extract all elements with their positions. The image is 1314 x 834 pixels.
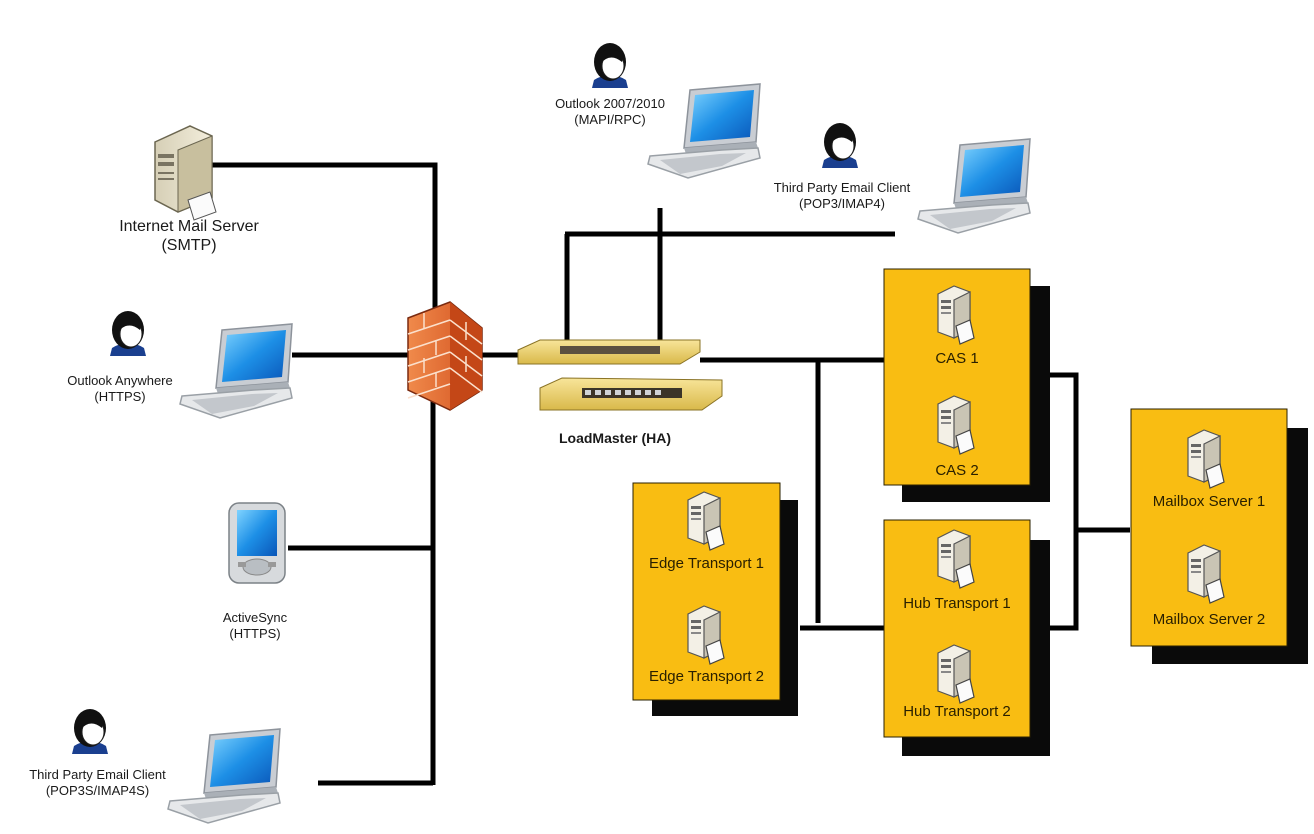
thirdparty-laptop-icon [917, 138, 1031, 234]
activesync-name: ActiveSync [222, 610, 288, 625]
thirdparty-secure-protocol: (POP3S/IMAP4S) [45, 782, 150, 798]
outlook-anywhere-label: Outlook Anywhere (HTTPS) [40, 373, 200, 404]
mbx2-label: Mailbox Server 2 [1152, 611, 1266, 628]
edge2-label: Edge Transport 2 [648, 668, 765, 685]
thirdparty-secure-name: Third Party Email Client [29, 767, 166, 782]
mbx1-label: Mailbox Server 1 [1152, 493, 1266, 510]
thirdparty-secure-label: Third Party Email Client (POP3S/IMAP4S) [5, 767, 190, 798]
outlook-2007-user-icon [591, 42, 629, 89]
link-mailserver-firewall [212, 162, 438, 320]
mail-server-tower-icon [154, 125, 217, 221]
outlook-2007-name: Outlook 2007/2010 [555, 96, 665, 111]
link-cas-mailbox [1045, 372, 1079, 631]
loadmaster-icon [517, 339, 723, 411]
activesync-label: ActiveSync (HTTPS) [195, 610, 315, 641]
hub1-label: Hub Transport 1 [903, 595, 1011, 612]
loadmaster-label: LoadMaster (HA) [558, 430, 671, 446]
activesync-device-icon [228, 502, 286, 584]
links [212, 162, 1130, 786]
mail-server-name: Internet Mail Server [119, 218, 259, 235]
edge1-label: Edge Transport 1 [648, 555, 765, 572]
outlook-anywhere-user-icon [109, 310, 147, 357]
thirdparty-label: Third Party Email Client (POP3/IMAP4) [752, 180, 932, 211]
mail-server-label: Internet Mail Server (SMTP) [94, 217, 284, 255]
activesync-protocol: (HTTPS) [229, 625, 281, 641]
outlook-2007-protocol: (MAPI/RPC) [574, 111, 646, 127]
outlook-anywhere-name: Outlook Anywhere [67, 373, 173, 388]
thirdparty-protocol: (POP3/IMAP4) [799, 195, 885, 211]
hub2-label: Hub Transport 2 [903, 703, 1011, 720]
cas1-label: CAS 1 [935, 350, 979, 367]
outlook-2007-label: Outlook 2007/2010 (MAPI/RPC) [535, 96, 685, 127]
mail-server-protocol: (SMTP) [161, 237, 217, 255]
server-groups [632, 268, 1308, 756]
cas2-label: CAS 2 [935, 462, 979, 479]
thirdparty-user-icon [821, 122, 859, 169]
thirdparty-name: Third Party Email Client [773, 180, 911, 195]
thirdparty-secure-user-icon [71, 708, 109, 755]
firewall-icon [407, 301, 483, 411]
outlook-anywhere-protocol: (HTTPS) [94, 388, 146, 404]
